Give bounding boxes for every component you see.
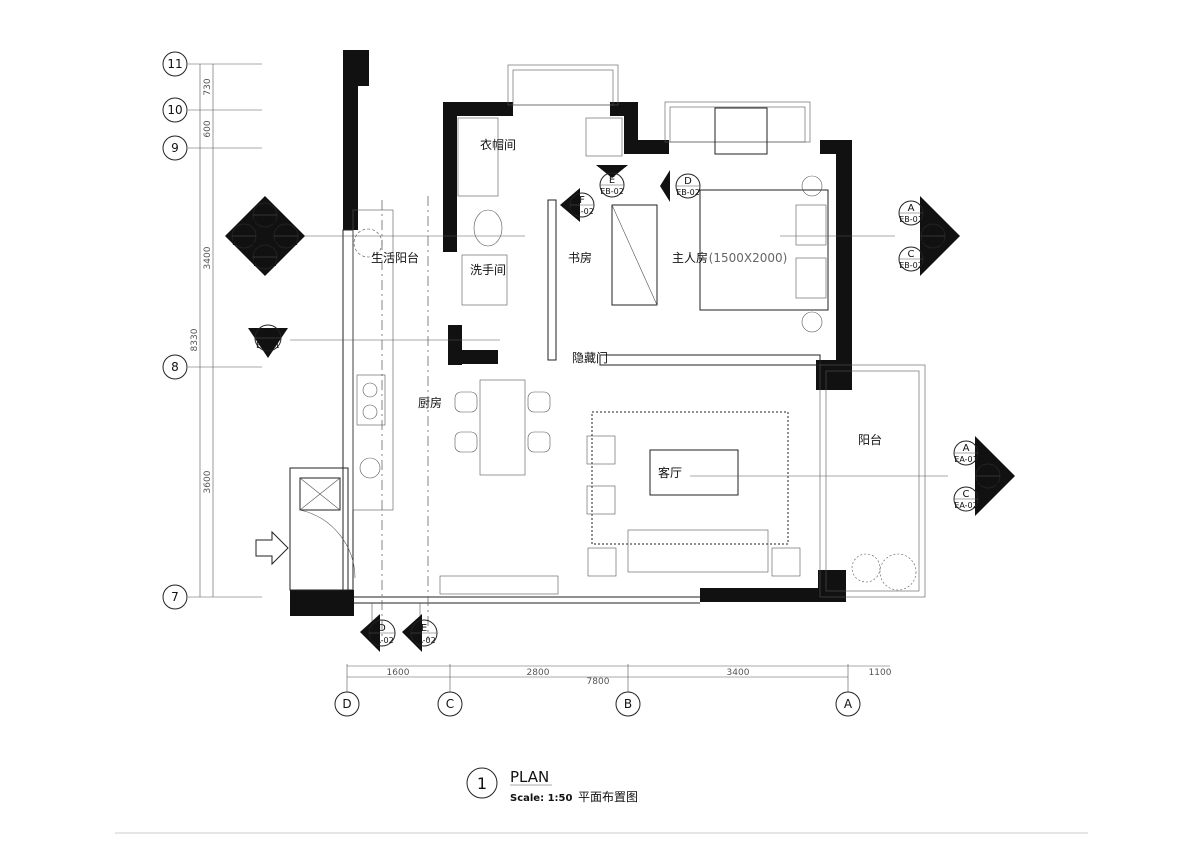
marker-ea-d: D EA-02 xyxy=(360,614,396,652)
marker-eb-d: DEB-02 xyxy=(660,170,701,202)
svg-text:E: E xyxy=(265,328,271,339)
svg-text:7: 7 xyxy=(171,590,179,604)
dim-1600: 1600 xyxy=(387,668,410,678)
svg-text:B: B xyxy=(930,226,937,237)
dim-3400: 3400 xyxy=(203,246,213,269)
svg-text:B: B xyxy=(624,697,632,711)
svg-text:B: B xyxy=(283,226,290,237)
svg-text:A: A xyxy=(908,203,915,214)
title-block: 1 PLAN Scale: 1:50 平面布置图 xyxy=(115,767,1088,834)
axis-C: C xyxy=(437,691,463,717)
svg-text:A: A xyxy=(262,205,269,216)
dim-600: 600 xyxy=(203,120,213,137)
room-balcony: 阳台 xyxy=(858,432,882,447)
svg-text:EB-02: EB-02 xyxy=(676,188,700,197)
svg-text:9: 9 xyxy=(171,141,179,155)
svg-text:E: E xyxy=(609,175,615,186)
svg-text:C: C xyxy=(908,249,915,260)
marker-eb-e: EEB-02 xyxy=(596,165,628,198)
svg-text:C: C xyxy=(963,489,970,500)
axis-7: 7 xyxy=(162,584,188,610)
marker-ec-quad: AEC-01 BEC-01 CEC-01 DEC-01 xyxy=(225,196,305,276)
dim-3400: 3400 xyxy=(727,668,750,678)
axis-8: 8 xyxy=(162,354,188,380)
marker-eb-tri: AEB-01 BEB-01 CEB-02 xyxy=(898,196,960,276)
svg-text:D: D xyxy=(240,226,248,237)
marker-ea-tri: AEA-01 BEA-01 CEA-02 xyxy=(953,436,1015,516)
svg-text:EA-02: EA-02 xyxy=(370,636,393,645)
drawing-title: PLAN xyxy=(510,768,549,786)
drawing-subtitle: 平面布置图 xyxy=(578,790,638,804)
marker-ec-e: E EC-01 xyxy=(248,324,288,358)
hidden-door-label: 隐藏门 xyxy=(572,350,608,365)
svg-text:EB-02: EB-02 xyxy=(899,261,923,270)
svg-text:C: C xyxy=(446,697,454,711)
dim-3600: 3600 xyxy=(203,470,213,493)
room-closet: 衣帽间 xyxy=(480,137,516,152)
axis-A: A xyxy=(835,691,861,717)
svg-text:A: A xyxy=(963,443,970,454)
svg-text:10: 10 xyxy=(167,103,182,117)
svg-text:EB-02: EB-02 xyxy=(600,187,624,196)
svg-text:EC-01: EC-01 xyxy=(256,341,280,350)
room-labels: 衣帽间 生活阳台 洗手间 书房 主人房 (1500X2000) 隐藏门 厨房 客… xyxy=(371,137,882,480)
svg-text:EA-02: EA-02 xyxy=(412,636,435,645)
room-study: 书房 xyxy=(568,250,592,265)
bed-size: (1500X2000) xyxy=(709,251,788,265)
svg-text:B: B xyxy=(985,466,992,477)
row-axes: 11 10 9 8 7 730 600 3400 3600 8330 xyxy=(162,51,262,610)
drawing-scale: Scale: 1:50 xyxy=(510,793,572,804)
svg-text:EB-01: EB-01 xyxy=(921,238,945,247)
svg-text:D: D xyxy=(684,176,692,187)
room-utility-balcony: 生活阳台 xyxy=(371,250,419,265)
marker-ea-e: E EA-02 xyxy=(402,614,438,652)
drawing-number: 1 xyxy=(477,774,487,793)
svg-text:EC-01: EC-01 xyxy=(253,217,277,226)
dim-2800: 2800 xyxy=(527,668,550,678)
axis-B: B xyxy=(615,691,641,717)
svg-text:EA-02: EA-02 xyxy=(954,501,977,510)
room-bathroom: 洗手间 xyxy=(470,263,506,277)
svg-text:EB-01: EB-01 xyxy=(899,215,923,224)
dim-1100: 1100 xyxy=(869,668,892,678)
marker-eb-f: FEB-02 xyxy=(560,188,595,222)
svg-text:D: D xyxy=(342,697,351,711)
axis-9: 9 xyxy=(162,135,188,161)
svg-text:A: A xyxy=(844,697,853,711)
svg-text:F: F xyxy=(579,195,585,206)
room-living: 客厅 xyxy=(658,465,682,480)
room-kitchen: 厨房 xyxy=(418,395,442,410)
axis-10: 10 xyxy=(162,97,188,123)
svg-text:E: E xyxy=(421,623,427,634)
svg-text:EC-01: EC-01 xyxy=(253,259,277,268)
dim-7800: 7800 xyxy=(587,677,610,687)
svg-text:D: D xyxy=(378,623,386,634)
walls xyxy=(255,50,948,640)
axis-11: 11 xyxy=(162,51,188,77)
svg-text:8: 8 xyxy=(171,360,179,374)
svg-text:EB-02: EB-02 xyxy=(570,207,594,216)
svg-text:11: 11 xyxy=(167,57,182,71)
svg-text:EA-01: EA-01 xyxy=(954,455,977,464)
axis-D: D xyxy=(334,691,360,717)
svg-text:EC-01: EC-01 xyxy=(274,238,298,247)
svg-text:EA-01: EA-01 xyxy=(976,478,999,487)
dim-8330: 8330 xyxy=(190,328,200,351)
svg-text:EC-01: EC-01 xyxy=(232,238,256,247)
col-axes: 1600 2800 3400 1100 7800 D C B A xyxy=(334,664,892,717)
dim-730: 730 xyxy=(203,78,213,95)
svg-text:C: C xyxy=(262,247,269,258)
room-master-bedroom: 主人房 xyxy=(672,250,708,265)
